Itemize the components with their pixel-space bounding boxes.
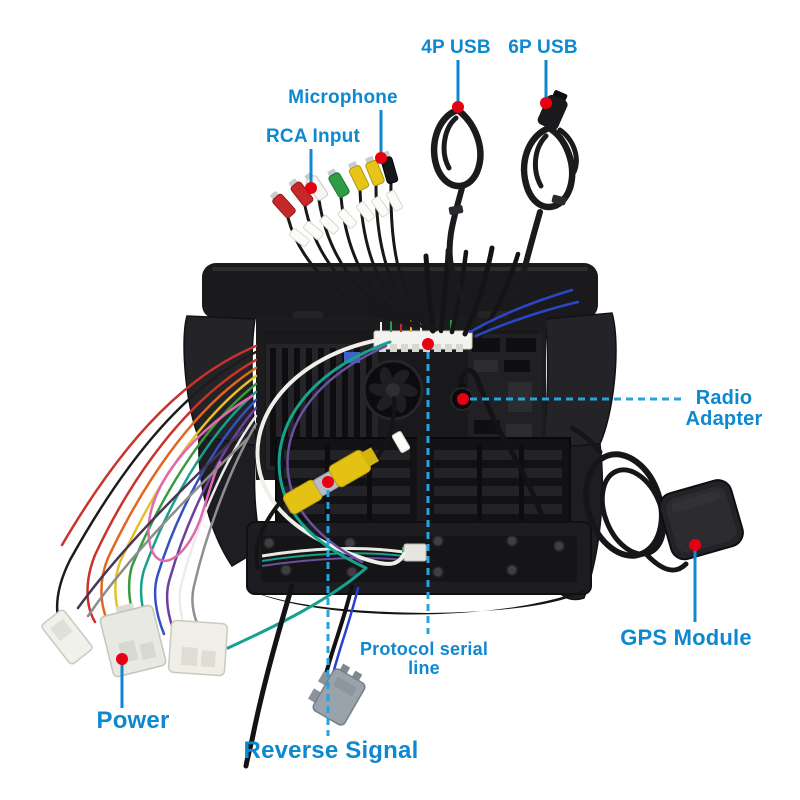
label-protocol-serial-line1: Protocol serial — [359, 639, 489, 659]
label-gps-module: GPS Module — [620, 625, 752, 650]
anchor-dots — [116, 97, 701, 665]
cooling-fan — [362, 359, 424, 421]
reverse-signal-connector — [307, 663, 366, 726]
small-white-connector — [41, 609, 93, 665]
power-connectors — [41, 602, 229, 678]
leader-lines — [120, 60, 697, 708]
screws — [263, 535, 565, 578]
bottom-tray — [246, 521, 592, 595]
cable-label-tags — [288, 190, 403, 248]
label-power: Power — [96, 707, 170, 734]
rca-green — [327, 168, 350, 198]
usb-4p-cable-tie — [448, 205, 464, 215]
label-microphone: Microphone — [288, 87, 398, 108]
usb-6p-plug — [537, 90, 568, 130]
usb-6p-cable — [515, 90, 579, 299]
dash-vents — [275, 436, 571, 528]
label-4p-usb: 4P USB — [421, 37, 491, 58]
leader-lines-dashed — [326, 352, 684, 736]
label-reverse-signal: Reverse Signal — [243, 737, 419, 764]
usb-6p-cable-tie — [551, 194, 567, 206]
rca-yellow-2 — [365, 156, 385, 186]
label-radio-adapter: Radio Adapter — [686, 388, 763, 430]
label-rca-input: RCA Input — [266, 126, 360, 147]
label-radio-adapter-line2: Adapter — [685, 408, 763, 430]
serial-plug — [402, 543, 427, 562]
label-protocol-serial-line2: line — [408, 657, 440, 678]
rca-yellow-1 — [348, 161, 370, 191]
label-protocol-serial: Protocol serial line — [360, 640, 488, 678]
label-6p-usb: 6P USB — [508, 37, 578, 58]
gps-cable — [569, 425, 689, 573]
secondary-power-connector — [167, 619, 229, 677]
gps-module-antenna — [658, 479, 744, 561]
label-radio-adapter-line1: Radio — [695, 387, 753, 409]
rca-red-1 — [270, 191, 296, 219]
